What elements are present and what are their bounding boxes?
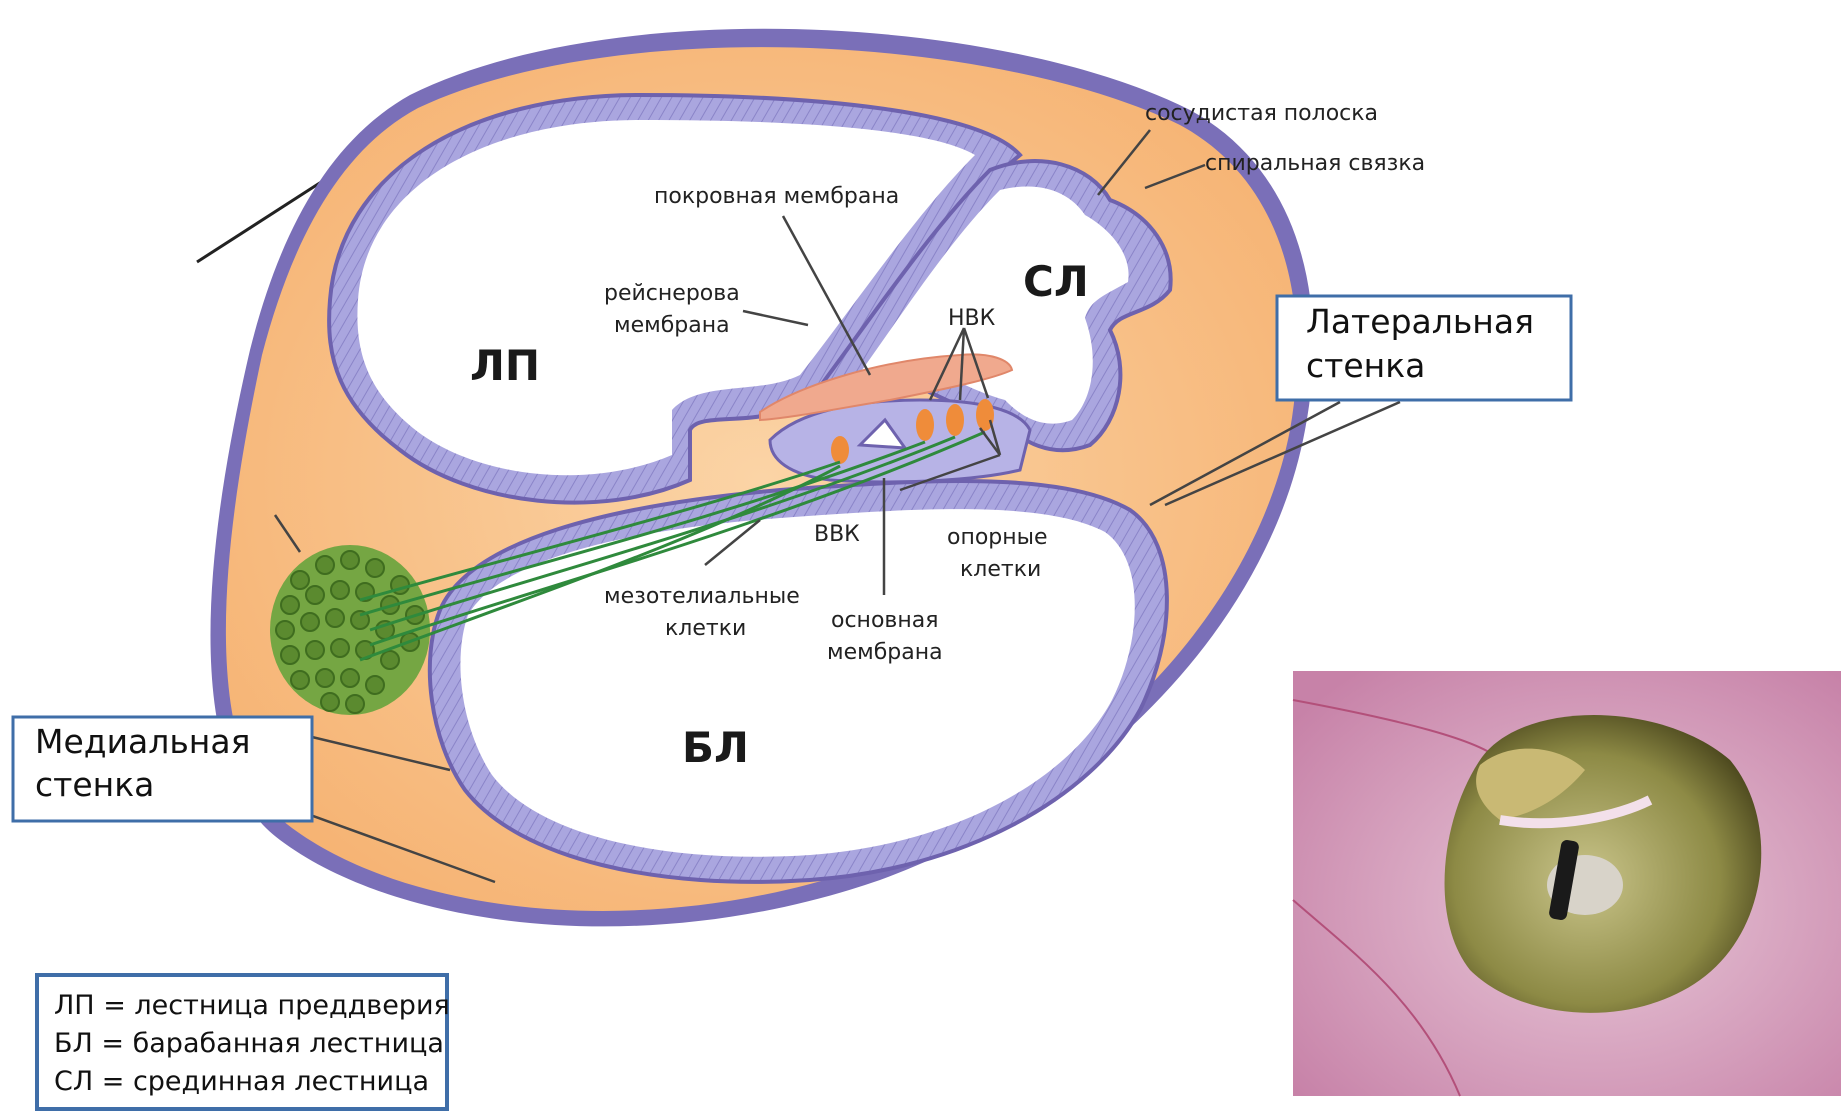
label-scala-media: СЛ [1023,257,1089,306]
label-support-line2: клетки [960,557,1041,582]
label-stria-vascularis: сосудистая полоска [1145,101,1378,126]
outer-hair-cell-1 [916,409,934,441]
inner-hair-cell [831,436,849,464]
label-tectorial-membrane: покровная мембрана [654,184,899,209]
label-mesothelial-line2: клетки [665,616,746,641]
label-scala-vestibuli: ЛП [470,341,540,390]
scala-tympani [430,481,1167,882]
legend-box: ЛП = лестница преддверия БЛ = барабанная… [37,975,450,1109]
callout-lateral-line1: Латеральная [1306,302,1534,341]
label-basilar-line2: мембрана [827,640,943,665]
legend-line-2: БЛ = барабанная лестница [54,1028,444,1059]
label-ohc: НВК [948,306,996,331]
label-support-line1: опорные [947,525,1048,550]
legend-line-3: СЛ = срединная лестница [54,1066,429,1097]
label-scala-tympani: БЛ [682,723,749,772]
callout-lateral-wall: Латеральная стенка [1277,296,1571,400]
label-spiral-ligament: спиральная связка [1205,151,1425,176]
label-reissner-line2: мембрана [614,313,730,338]
label-reissner-line1: рейснерова [604,281,740,306]
spiral-ganglion [270,545,430,715]
cochlea-photo [1293,671,1841,1096]
label-basilar-line1: основная [831,608,938,633]
callout-lateral-line2: стенка [1306,346,1425,385]
outer-hair-cell-2 [946,404,964,436]
legend-line-1: ЛП = лестница преддверия [54,990,450,1021]
label-ihc: ВВК [814,522,860,547]
label-mesothelial-line1: мезотелиальные [604,584,800,609]
callout-medial-line1: Медиальная [35,722,250,761]
callout-medial-line2: стенка [35,765,154,804]
callout-medial-wall: Медиальная стенка [13,717,312,821]
